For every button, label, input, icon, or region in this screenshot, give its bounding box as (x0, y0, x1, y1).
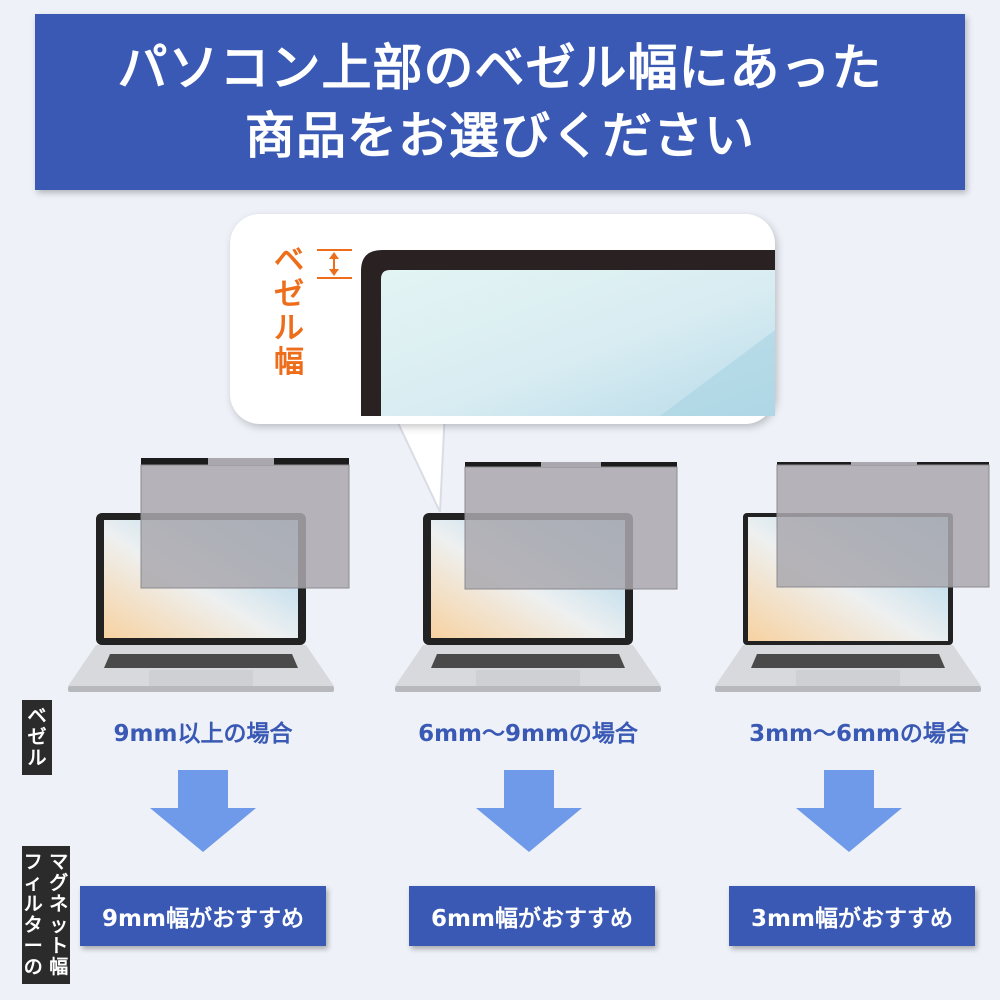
recommendation-3mm: 3mm幅がおすすめ (729, 886, 975, 946)
side-tag-bezel: ベ ゼ ル (22, 700, 52, 775)
bezel-width-label: ベ ゼ ル 幅 (274, 243, 304, 380)
recommendation-9mm: 9mm幅がおすすめ (80, 886, 326, 946)
privacy-filter-panel (140, 458, 350, 589)
zoomed-screen (381, 270, 775, 416)
laptop-illustration-9mm (68, 458, 353, 698)
down-arrow-icon (796, 770, 902, 852)
bezel-range-label-1: 9mm以上の場合 (113, 721, 293, 747)
bezel-range-label-3: 3mm〜6mmの場合 (749, 721, 969, 747)
bezel-callout-bubble (230, 214, 775, 513)
privacy-filter-panel (776, 462, 990, 588)
recommendation-6mm: 6mm幅がおすすめ (409, 886, 655, 946)
laptop-illustration-3mm (715, 458, 1000, 698)
down-arrow-icon (476, 770, 582, 852)
bezel-range-label-2: 6mm〜9mmの場合 (418, 721, 638, 747)
down-arrow-icon (150, 770, 256, 852)
title-banner: パソコン上部のベゼル幅にあった 商品をお選びください (35, 14, 965, 190)
title-line-1: パソコン上部のベゼル幅にあった (117, 39, 883, 97)
privacy-filter-panel (464, 462, 678, 590)
laptop-illustration-6mm (395, 458, 680, 698)
side-tag-filter-magnet-width: フ マ ィ グ ル ネ タ ッ ー ト の 幅 (22, 846, 70, 984)
title-line-2: 商品をお選びください (245, 107, 755, 165)
